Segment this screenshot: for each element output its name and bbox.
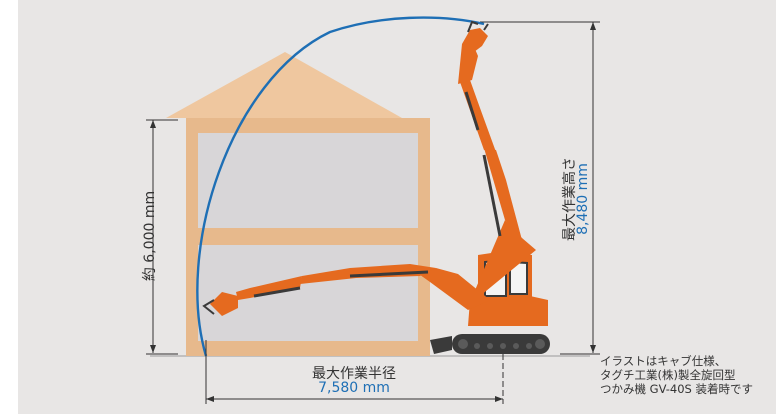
- demolition-excavator-illustration: [202, 20, 550, 354]
- max-reach-arc: [196, 16, 485, 357]
- note-line-1: イラストはキャブ仕様、: [600, 354, 727, 368]
- max-height-title: 最大作業高さ: [562, 157, 578, 241]
- house-upper-floor: [198, 133, 418, 228]
- note-line-3: つかみ機 GV-40S 装着時です: [600, 382, 753, 396]
- note-line-2: タグチ工業(株)製全旋回型: [600, 368, 736, 382]
- house-roof: [166, 52, 402, 118]
- max-height-value: 8,480 mm: [575, 163, 591, 235]
- max-radius-title: 最大作業半径: [312, 366, 396, 382]
- illustration-note: イラストはキャブ仕様、 タグチ工業(株)製全旋回型 つかみ機 GV-40S 装着…: [600, 354, 753, 396]
- house-illustration: [166, 52, 430, 356]
- height-8480-dimension: [480, 21, 600, 355]
- height-6000-label: 約 6,000 mm: [142, 190, 158, 282]
- house-lower-floor: [198, 245, 418, 341]
- height-6000-dimension: [146, 119, 178, 355]
- radius-7580-dimension: [205, 340, 504, 404]
- max-radius-value: 7,580 mm: [318, 380, 390, 396]
